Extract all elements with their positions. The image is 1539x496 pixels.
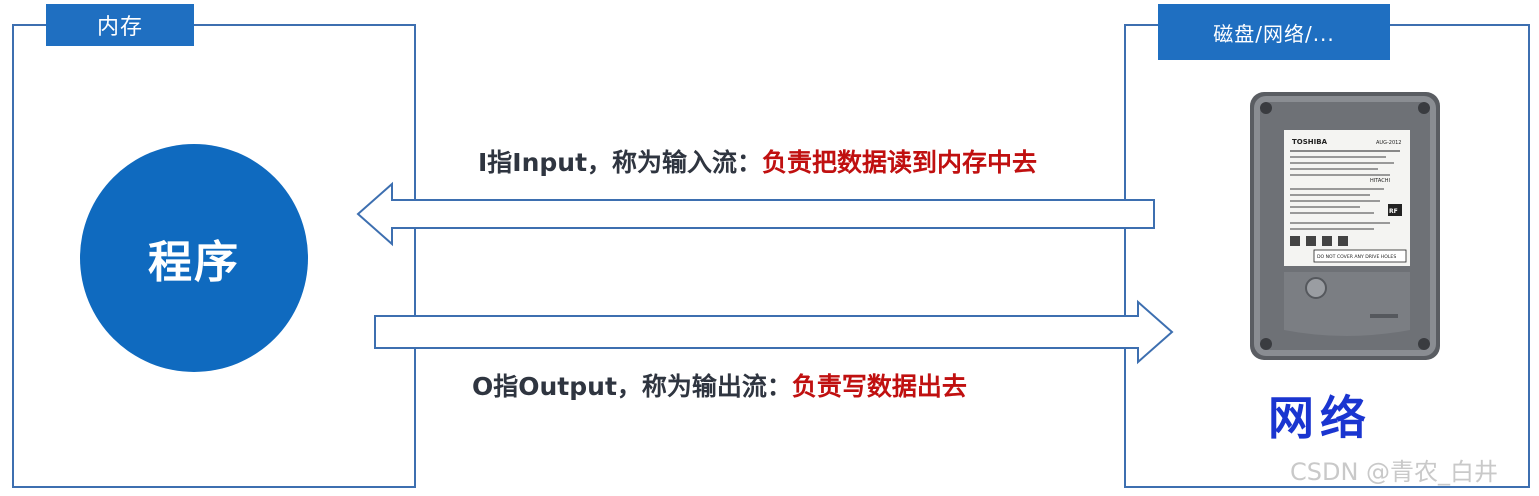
input-caption: I指Input，称为输入流：负责把数据读到内存中去 [478, 143, 1037, 179]
disk-brand: TOSHIBA [1292, 138, 1328, 146]
output-caption-prefix: O指Output，称为输出流： [472, 372, 792, 401]
program-circle: 程序 [80, 144, 308, 372]
input-arrow [356, 181, 1155, 247]
hard-disk-icon: TOSHIBA AUG-2012 HITACHI RF DO NOT COVER… [1250, 92, 1440, 360]
output-caption-highlight: 负责写数据出去 [791, 372, 967, 401]
output-arrow [374, 299, 1174, 365]
input-caption-prefix: I指Input，称为输入流： [478, 148, 763, 177]
disk-date: AUG-2012 [1376, 140, 1401, 146]
network-label: 网络 [1268, 391, 1372, 445]
input-caption-highlight: 负责把数据读到内存中去 [762, 148, 1038, 177]
watermark: CSDN @青农_白井 [1290, 458, 1499, 486]
memory-tag: 内存 [46, 4, 194, 46]
disk-maker: HITACHI [1370, 178, 1390, 184]
disk-badge: RF [1389, 208, 1398, 215]
disk-warning: DO NOT COVER ANY DRIVE HOLES [1317, 254, 1396, 260]
output-caption: O指Output，称为输出流：负责写数据出去 [472, 367, 967, 403]
storage-tag: 磁盘/网络/... [1158, 4, 1390, 60]
